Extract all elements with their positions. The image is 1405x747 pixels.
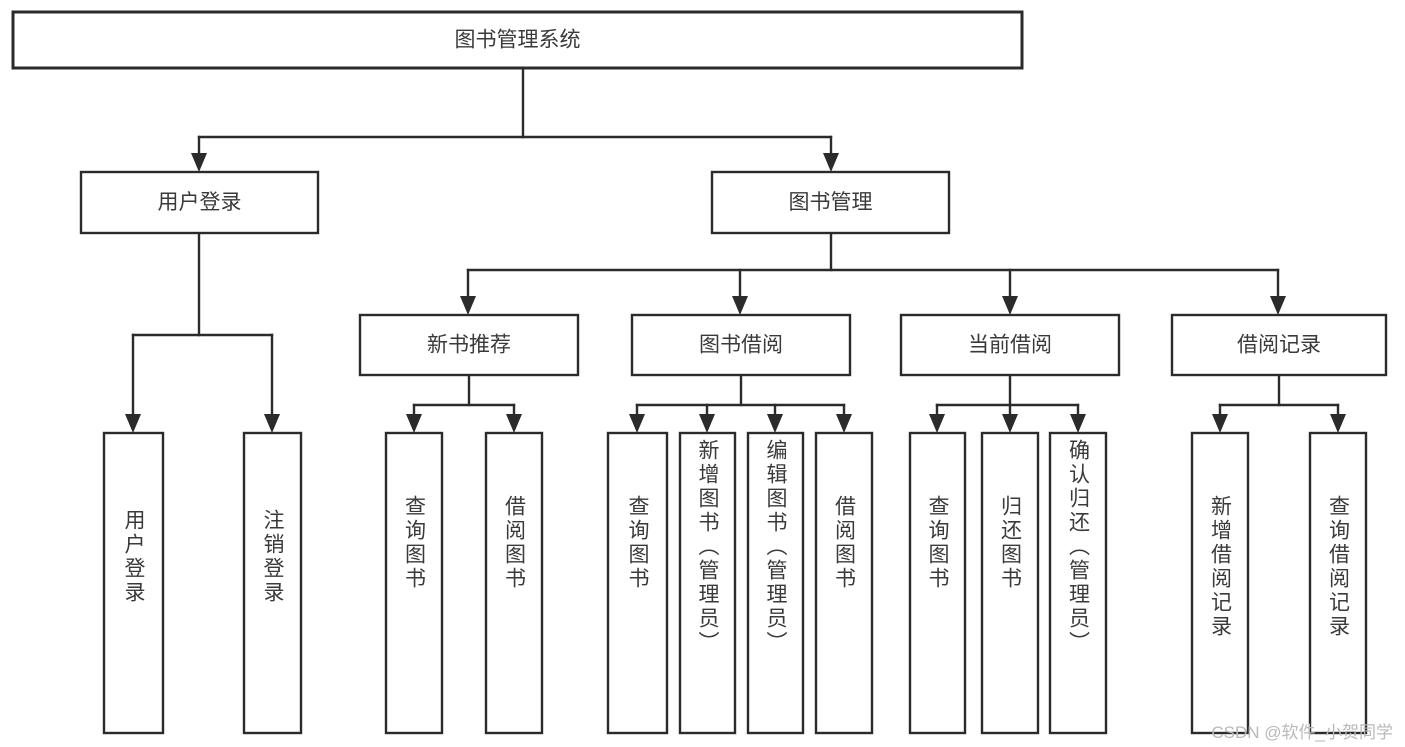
node-level2-0[interactable] [79, 170, 320, 235]
arrow-head [460, 296, 476, 315]
node-leaf-9[interactable] [980, 431, 1040, 735]
arrow-head [699, 414, 715, 433]
node-leaf-11[interactable] [1190, 431, 1250, 735]
node-level3-0[interactable] [358, 313, 580, 377]
node-leaf-5[interactable] [678, 431, 737, 735]
node-level2-1-label: 图书管理 [789, 191, 873, 214]
watermark: CSDN @软件_小贺同学 [1211, 723, 1393, 742]
node-level3-3[interactable] [1170, 313, 1388, 377]
node-level3-0-label: 新书推荐 [427, 334, 511, 357]
arrow-head [823, 153, 839, 172]
node-root[interactable] [11, 10, 1024, 70]
arrow-head [191, 153, 207, 172]
node-level3-3-label: 借阅记录 [1237, 334, 1321, 357]
connector-newbooks-to-leaves [406, 373, 522, 433]
arrow-head [1212, 414, 1228, 433]
arrow-head [125, 414, 141, 433]
node-level3-1[interactable] [630, 313, 852, 377]
arrow-head [1002, 414, 1018, 433]
node-level3-2-label: 当前借阅 [968, 334, 1052, 357]
arrow-head [1002, 296, 1018, 315]
node-level2-1[interactable] [710, 170, 951, 235]
arrow-head [264, 414, 280, 433]
connector-current-to-leaves [929, 373, 1086, 433]
node-leaf-8[interactable] [908, 431, 967, 735]
node-leaf-12[interactable] [1308, 431, 1368, 735]
node-level3-1-label: 图书借阅 [699, 334, 783, 357]
arrow-head [506, 414, 522, 433]
arrow-head [629, 414, 645, 433]
node-leaf-1[interactable] [242, 431, 303, 735]
connector-records-to-leaves [1212, 373, 1346, 433]
arrow-head [1270, 296, 1286, 315]
connector-login-to-leaves [125, 231, 280, 433]
box-layer [11, 10, 1388, 735]
arrow-head [836, 414, 852, 433]
connector-root-to-level2 [191, 66, 839, 172]
arrow-head [767, 414, 783, 433]
arrow-head [406, 414, 422, 433]
node-leaf-3[interactable] [484, 431, 544, 735]
connector-layer [125, 66, 1346, 433]
node-leaf-4[interactable] [606, 431, 669, 735]
connector-books-to-level3 [460, 231, 1286, 315]
node-level3-2[interactable] [899, 313, 1121, 377]
arrow-head [732, 296, 748, 315]
node-level2-0-label: 用户登录 [158, 191, 242, 214]
node-leaf-2[interactable] [384, 431, 444, 735]
arrow-head [1330, 414, 1346, 433]
node-root-label: 图书管理系统 [455, 29, 581, 52]
node-leaf-10[interactable] [1048, 431, 1108, 735]
connector-borrow-to-leaves [629, 373, 852, 433]
arrow-head [1070, 414, 1086, 433]
node-leaf-6[interactable] [746, 431, 805, 735]
arrow-head [929, 414, 945, 433]
node-leaf-7[interactable] [814, 431, 874, 735]
node-leaf-0[interactable] [102, 431, 165, 735]
